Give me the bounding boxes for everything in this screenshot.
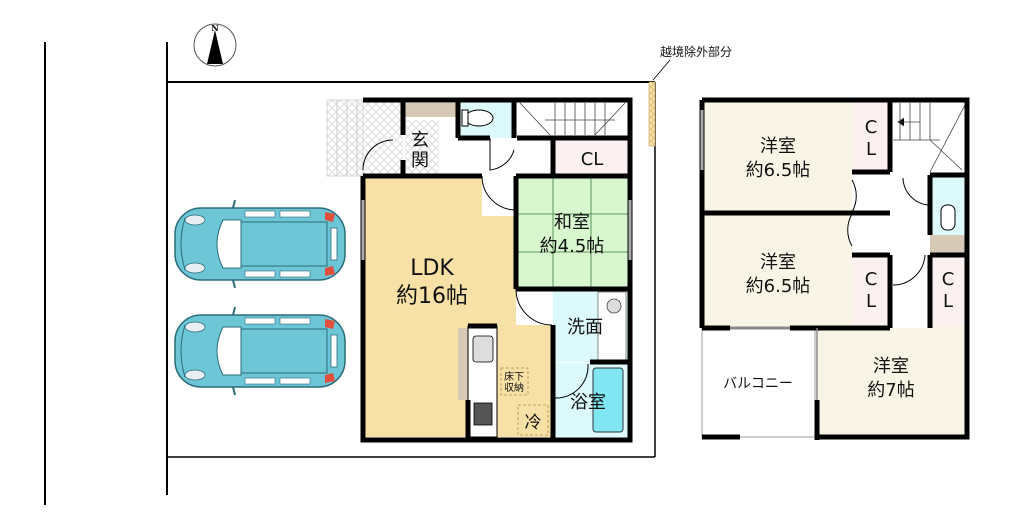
site-lines (44, 42, 671, 505)
toilet-2f-bowl-icon (940, 204, 956, 231)
stove-icon (473, 402, 493, 426)
underfloor-label: 床下 (504, 370, 524, 383)
yoshitsu-3-label: 洋室 (873, 356, 909, 377)
fridge-space (517, 404, 549, 436)
north-arrow-icon (207, 30, 223, 64)
yoshitsu-1-label: 洋室 (760, 136, 796, 157)
balcony (701, 327, 816, 438)
closet-2f-2-label: C (865, 269, 878, 290)
washitsu-size: 約4.5帖 (540, 236, 605, 257)
svg-text:N: N (211, 23, 218, 33)
sink-icon (472, 335, 494, 363)
yoshitsu-3 (817, 326, 967, 437)
closet-2f-2 (852, 255, 890, 326)
underfloor-storage (500, 367, 529, 396)
yoshitsu-1-size: 約6.5帖 (746, 160, 811, 181)
closet-2f-3 (930, 255, 967, 326)
closet-2f-1-label: C (865, 117, 878, 138)
svg-text:関: 関 (411, 150, 429, 171)
porch (363, 100, 403, 176)
closet-1f-label: CL (581, 149, 604, 170)
svg-text:L: L (866, 291, 876, 312)
closet-2f-1 (852, 100, 890, 172)
svg-text:L: L (943, 291, 953, 312)
annotation-encroachment: 越境除外部分 (660, 44, 732, 59)
yoshitsu-2 (702, 213, 852, 328)
parking-car-2 (174, 306, 346, 396)
yoshitsu-1 (702, 100, 852, 213)
floor-1 (326, 97, 633, 443)
ldk-label: LDK (410, 256, 454, 281)
entrance-steps (326, 99, 364, 177)
yoshitsu-2-label: 洋室 (760, 252, 796, 273)
ldk-size: 約16帖 (396, 284, 468, 309)
svg-text:L: L (866, 139, 876, 160)
closet-2f-3-label: C (942, 269, 955, 290)
yoshitsu-2-size: 約6.5帖 (746, 276, 811, 297)
yoshitsu-3-size: 約7帖 (867, 380, 914, 401)
washitsu-label: 和室 (554, 212, 590, 233)
bathtub-icon (592, 367, 624, 433)
washitsu (516, 176, 628, 289)
floor-2 (699, 97, 970, 440)
parking-car-1 (174, 199, 346, 289)
ldk (363, 176, 553, 437)
staircase-1f (517, 100, 630, 137)
encroachment-excluded-area (648, 81, 656, 147)
closet-1f (553, 140, 630, 176)
fridge-label: 冷 (525, 413, 542, 433)
balcony-label: バルコニー (723, 376, 793, 392)
genkan-label: 玄 (411, 130, 429, 151)
washroom-label: 洗面 (567, 317, 603, 338)
kitchen-counter (458, 328, 468, 400)
compass: N (193, 23, 237, 67)
bathroom-label: 浴室 (570, 392, 606, 413)
svg-text:収納: 収納 (504, 381, 524, 394)
toilet-bowl-icon (464, 109, 494, 127)
